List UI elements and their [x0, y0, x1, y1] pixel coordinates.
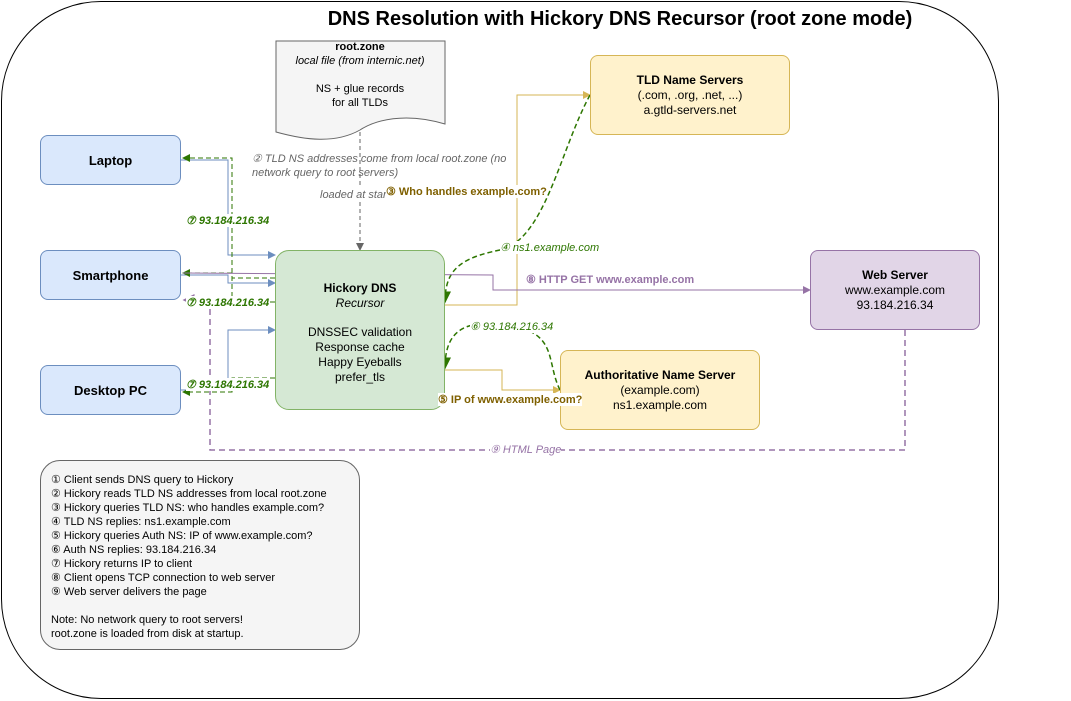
- label-step9: ⑨ HTML Page: [490, 443, 562, 456]
- label-step7-phone: ⑦ 93.184.216.34: [186, 296, 270, 309]
- hickory-subtitle: Recursor: [335, 296, 385, 310]
- legend-step: ② Hickory reads TLD NS addresses from lo…: [51, 488, 327, 500]
- diagram-title: DNS Resolution with Hickory DNS Recursor…: [327, 8, 913, 30]
- edge-laptop-reply: [182, 154, 275, 279]
- legend-note: Note: No network query to root servers!: [51, 614, 243, 626]
- tld-line2: a.gtld-servers.net: [643, 102, 737, 117]
- label-step5: ⑤ IP of www.example.com?: [438, 393, 583, 406]
- auth-line1: (example.com): [620, 382, 700, 397]
- label-step4: ④ ns1.example.com: [500, 241, 600, 254]
- hickory-feature: Response cache: [315, 340, 405, 354]
- tld-title: TLD Name Servers: [636, 72, 744, 87]
- client-desktop: Desktop PC: [40, 365, 181, 415]
- edge-laptop-query: [181, 159, 276, 259]
- legend-step: ⑥ Auth NS replies: 93.184.216.34: [51, 544, 217, 556]
- legend-step: ⑧ Client opens TCP connection to web ser…: [51, 572, 276, 584]
- legend-step: ④ TLD NS replies: ns1.example.com: [51, 516, 231, 528]
- edge-phone-query: [181, 274, 276, 287]
- legend-step: ③ Hickory queries TLD NS: who handles ex…: [51, 502, 325, 514]
- root-zone-title: root.zone: [335, 41, 385, 53]
- hickory-recursor: Hickory DNS Recursor DNSSEC validation R…: [275, 250, 445, 410]
- client-desktop-label: Desktop PC: [74, 382, 147, 398]
- client-smartphone: Smartphone: [40, 250, 181, 300]
- auth-title: Authoritative Name Server: [584, 367, 736, 382]
- label-step6: ⑥ 93.184.216.34: [470, 320, 554, 333]
- hickory-title: Hickory DNS: [323, 281, 397, 295]
- edge-step3: [445, 91, 591, 306]
- tld-line1: (.com, .org, .net, ...): [637, 87, 743, 102]
- web-title: Web Server: [862, 267, 928, 282]
- authoritative-name-server: Authoritative Name Server (example.com) …: [560, 350, 760, 430]
- legend-note: root.zone is loaded from disk at startup…: [51, 628, 244, 640]
- edge-step5: [445, 369, 561, 394]
- hickory-feature: DNSSEC validation: [307, 325, 413, 339]
- hickory-feature: Happy Eyeballs: [318, 355, 402, 369]
- root-zone-file: root.zone local file (from internic.net)…: [275, 40, 445, 110]
- legend-step: ⑦ Hickory returns IP to client: [51, 558, 193, 570]
- root-zone-shape: [275, 40, 446, 140]
- legend-step: ① Client sends DNS query to Hickory: [51, 474, 234, 486]
- label-step3: ③ Who handles example.com?: [386, 185, 547, 198]
- label-step2: ② TLD NS addresses come from local root.…: [252, 153, 507, 179]
- legend-step: ⑨ Web server delivers the page: [51, 586, 207, 598]
- root-zone-subtitle: local file (from internic.net): [295, 55, 425, 67]
- legend-step: ⑤ Hickory queries Auth NS: IP of www.exa…: [51, 530, 313, 542]
- tld-name-servers: TLD Name Servers (.com, .org, .net, ...)…: [590, 55, 790, 135]
- web-line1: www.example.com: [844, 282, 946, 297]
- label-loaded: loaded at start: [320, 188, 390, 202]
- client-laptop: Laptop: [40, 135, 181, 185]
- label-step7-desktop: ⑦ 93.184.216.34: [186, 378, 270, 391]
- hickory-feature: prefer_tls: [334, 370, 386, 384]
- web-line2: 93.184.216.34: [856, 297, 934, 312]
- root-zone-line2: for all TLDs: [331, 97, 389, 109]
- label-step7-laptop: ⑦ 93.184.216.34: [186, 214, 270, 227]
- label-step8: ⑧ HTTP GET www.example.com: [526, 273, 695, 286]
- legend-box: ① Client sends DNS query to Hickory ② Hi…: [40, 460, 360, 650]
- diagram-frame: [1, 1, 999, 699]
- auth-line2: ns1.example.com: [612, 397, 708, 412]
- web-server: Web Server www.example.com 93.184.216.34: [810, 250, 980, 330]
- client-smartphone-label: Smartphone: [72, 267, 149, 283]
- client-laptop-label: Laptop: [88, 152, 133, 168]
- root-zone-line1: NS + glue records: [315, 83, 405, 95]
